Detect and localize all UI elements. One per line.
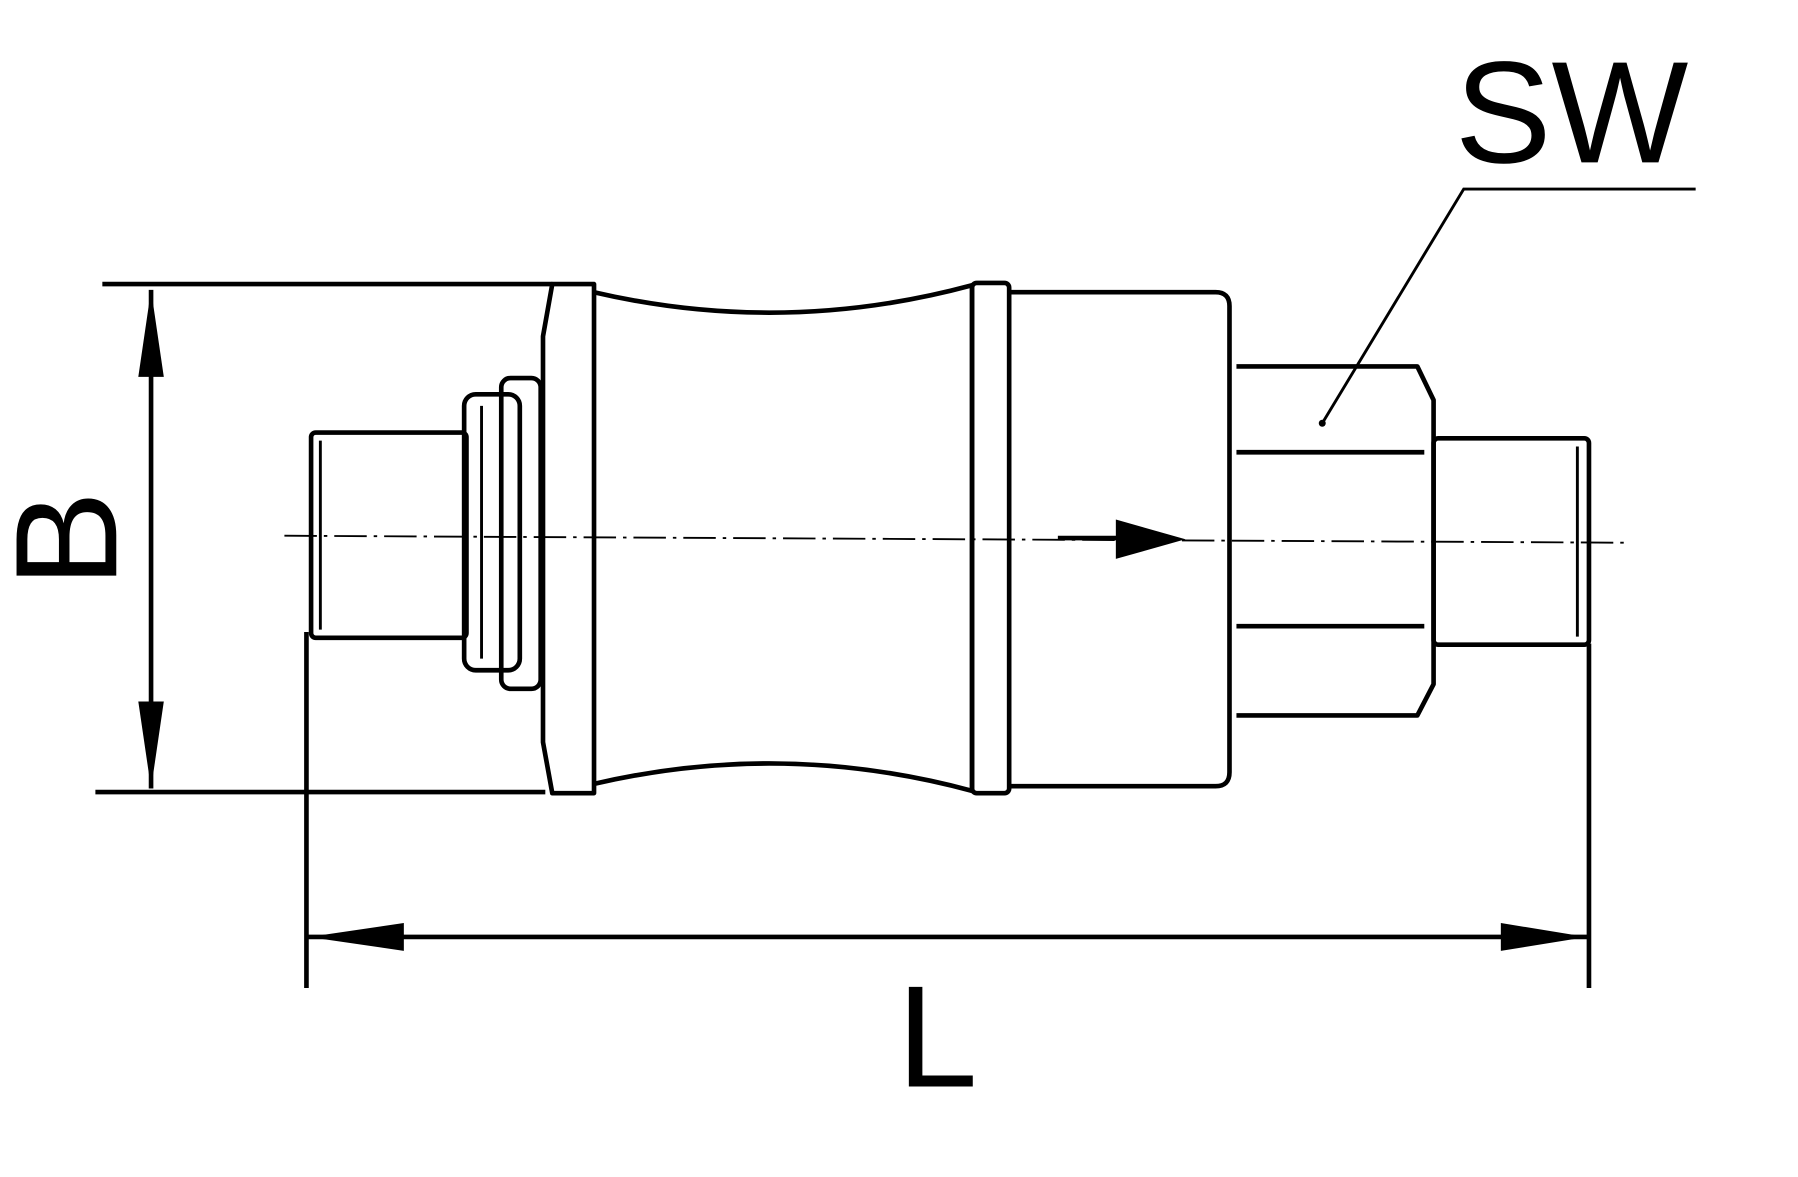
middle-ring: [969, 280, 1012, 796]
right-thread: [1431, 436, 1592, 648]
left-seal-steps: [461, 375, 544, 692]
right-body: [1009, 289, 1232, 789]
label-B: B: [0, 491, 147, 588]
flow-direction-arrow-icon: [1057, 519, 1186, 559]
left-flange: [540, 281, 597, 796]
label-SW: SW: [1455, 31, 1689, 193]
dimension-L: [304, 631, 1592, 988]
dimension-B: [95, 281, 553, 795]
centerline: [284, 534, 1624, 544]
sw-leader: [1318, 187, 1696, 427]
label-L: L: [897, 956, 978, 1118]
